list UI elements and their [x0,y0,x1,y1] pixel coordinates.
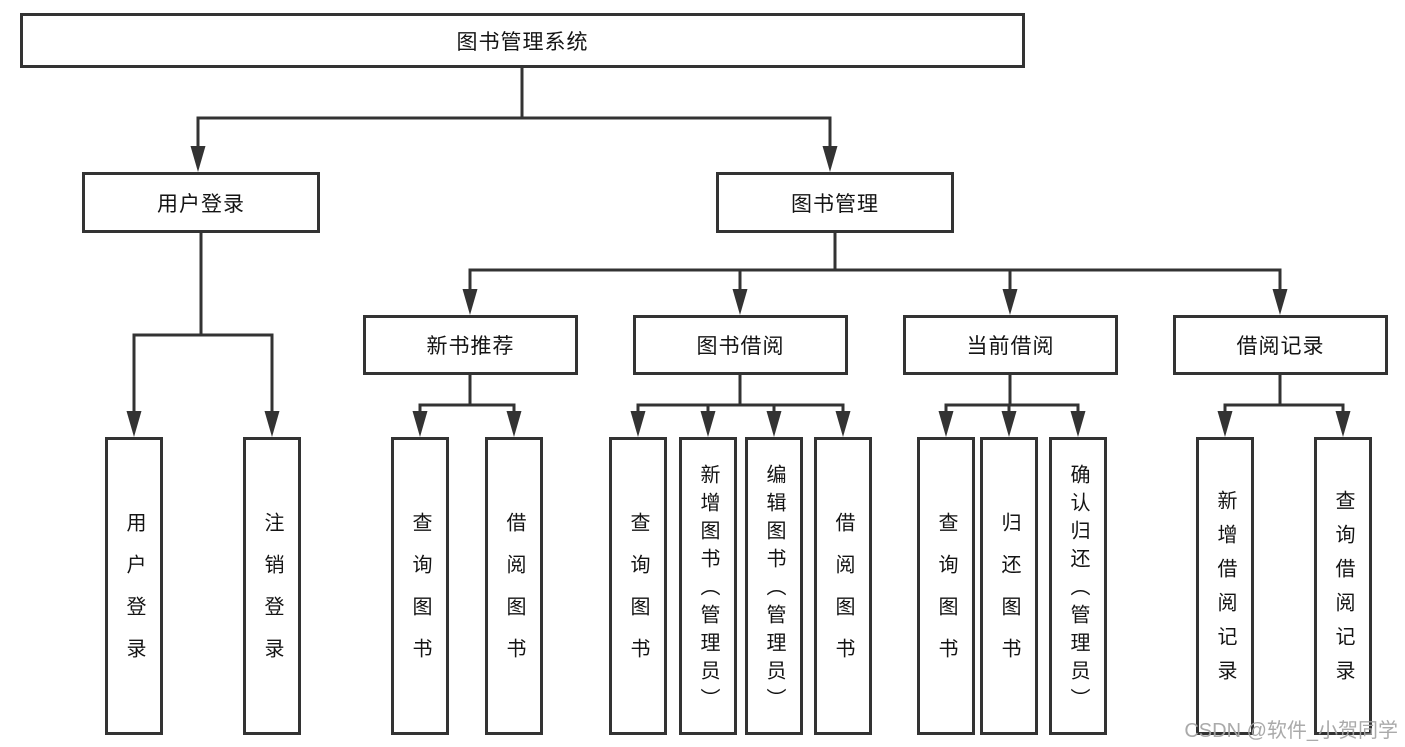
node-book-borrowing: 图书借阅 [633,315,848,375]
leaf-add-book-admin: 新增图书（管理员） [679,437,737,735]
leaf-add-borrow-record-label: 新增借阅记录 [1214,490,1236,694]
arrowheads-root-split [190,146,838,172]
csdn-watermark: CSDN @软件_小贺同学 [1184,720,1398,742]
leaf-newbook-borrow-books: 借阅图书 [485,437,543,735]
leaf-query-borrow-record-label: 查询借阅记录 [1332,490,1354,694]
arrowheads-newbook-split [412,411,522,437]
leaf-borrow-borrow-books-label: 借阅图书 [832,512,854,680]
connector-newbook-split [418,375,516,413]
leaf-newbook-query-books-label: 查询图书 [409,512,431,680]
leaf-return-books-label: 归还图书 [998,512,1020,680]
node-new-book-recommend-label: 新书推荐 [426,335,515,358]
leaf-query-borrow-record: 查询借阅记录 [1314,437,1372,735]
leaf-logout: 注销登录 [243,437,301,735]
leaf-user-login-label: 用户登录 [123,512,145,680]
arrowheads-current-split [938,411,1086,437]
leaf-add-borrow-record: 新增借阅记录 [1196,437,1254,735]
node-borrowing-records: 借阅记录 [1173,315,1388,375]
arrowheads-borrow-split [630,411,851,437]
node-book-borrowing-label: 图书借阅 [696,335,785,358]
leaf-confirm-return-admin-label: 确认归还（管理员） [1067,463,1089,716]
leaf-confirm-return-admin: 确认归还（管理员） [1049,437,1107,735]
leaf-add-book-admin-label: 新增图书（管理员） [697,463,719,716]
leaf-current-query-books: 查询图书 [917,437,975,735]
node-book-management-branch-label: 图书管理 [791,192,879,216]
leaf-newbook-borrow-books-label: 借阅图书 [503,512,525,680]
node-root-system: 图书管理系统 [20,13,1025,68]
leaf-edit-book-admin-label: 编辑图书（管理员） [763,463,785,716]
connector-user-login-split [132,233,274,412]
connector-root-split [196,68,832,147]
leaf-borrow-query-books: 查询图书 [609,437,667,735]
node-new-book-recommend: 新书推荐 [363,315,578,375]
node-current-borrowing: 当前借阅 [903,315,1118,375]
leaf-newbook-query-books: 查询图书 [391,437,449,735]
leaf-current-query-books-label: 查询图书 [935,512,957,680]
node-user-login-branch: 用户登录 [82,172,320,233]
leaf-logout-label: 注销登录 [261,512,283,680]
node-user-login-branch-label: 用户登录 [157,192,245,216]
node-root-system-label: 图书管理系统 [456,30,589,54]
connector-records-split [1223,375,1345,413]
leaf-borrow-borrow-books: 借阅图书 [814,437,872,735]
node-current-borrowing-label: 当前借阅 [966,335,1055,358]
leaf-user-login: 用户登录 [105,437,163,735]
node-book-management-branch: 图书管理 [716,172,954,233]
arrowheads-book-mgmt-split [462,289,1288,315]
node-borrowing-records-label: 借阅记录 [1236,335,1325,358]
arrowheads-user-login-split [126,411,280,437]
connector-book-mgmt-split [468,233,1282,292]
leaf-borrow-query-books-label: 查询图书 [627,512,649,680]
leaf-return-books: 归还图书 [980,437,1038,735]
leaf-edit-book-admin: 编辑图书（管理员） [745,437,803,735]
arrowheads-records-split [1217,411,1351,437]
connector-borrow-split [636,375,845,413]
connector-current-split [944,375,1080,413]
